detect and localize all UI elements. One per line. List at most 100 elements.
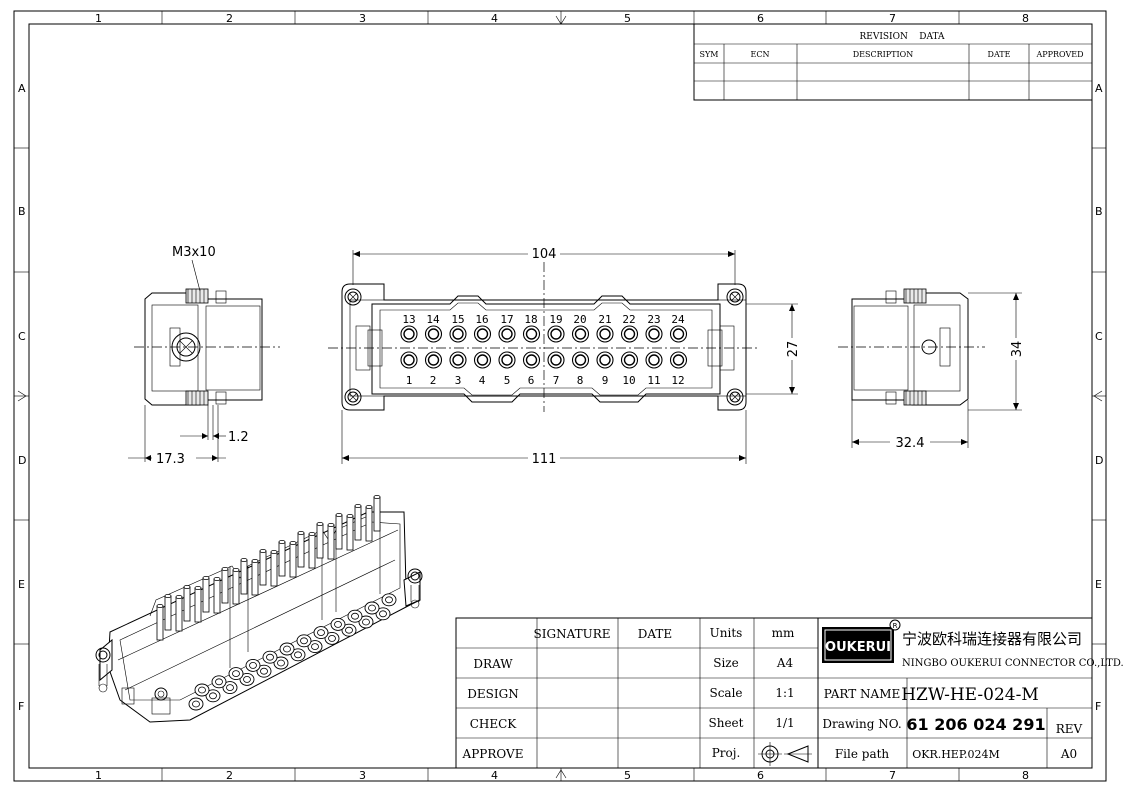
right-side-view: 34 32.4 bbox=[838, 288, 1025, 451]
col-label-top-5: 5 bbox=[624, 12, 631, 25]
isometric-hole bbox=[307, 640, 323, 654]
pin-label: 12 bbox=[671, 374, 684, 387]
signature-header: SIGNATURE bbox=[534, 627, 611, 641]
pin-contact-bottom bbox=[547, 351, 565, 369]
pin-label: 24 bbox=[671, 313, 685, 326]
pin-contact-top bbox=[400, 325, 418, 343]
pin-contact-top bbox=[498, 325, 516, 343]
col-label-top-6: 6 bbox=[757, 12, 764, 25]
corner-screw-top-left bbox=[344, 288, 362, 306]
isometric-pin bbox=[289, 541, 297, 578]
pin-contact-bottom bbox=[400, 351, 418, 369]
rev-value: A0 bbox=[1060, 747, 1077, 761]
dim-screw-label: M3x10 bbox=[172, 245, 216, 260]
pin-label: 2 bbox=[430, 374, 437, 387]
col-label-top-1: 1 bbox=[95, 12, 102, 25]
revision-header-description: DESCRIPTION bbox=[853, 50, 913, 59]
pin-label: 13 bbox=[402, 313, 415, 326]
pin-contact-top bbox=[620, 325, 639, 343]
isometric-hole bbox=[279, 642, 295, 656]
isometric-pin bbox=[232, 568, 240, 605]
revision-header-sym: SYM bbox=[700, 50, 719, 59]
pin-label: 1 bbox=[406, 374, 413, 387]
row-label-right-a: A bbox=[1095, 82, 1103, 95]
corner-screw-bottom-right bbox=[726, 388, 744, 406]
pin-label: 18 bbox=[524, 313, 537, 326]
isometric-pin bbox=[175, 595, 183, 632]
pin-label: 4 bbox=[479, 374, 486, 387]
row-label-right-c: C bbox=[1095, 330, 1103, 343]
isometric-pin bbox=[335, 513, 343, 550]
isometric-pin bbox=[164, 594, 172, 631]
company-name-cn: 宁波欧科瑞连接器有限公司 bbox=[902, 630, 1082, 648]
revision-header-ecn: ECN bbox=[751, 50, 770, 59]
row-label-approve: APPROVE bbox=[462, 747, 524, 761]
pin-contact-bottom bbox=[620, 351, 639, 369]
date-header: DATE bbox=[638, 627, 672, 641]
pin-contact-top bbox=[473, 325, 492, 343]
col-label-bottom-2: 2 bbox=[226, 769, 233, 782]
corner-screw-top-right bbox=[726, 288, 744, 306]
pin-contacts bbox=[400, 325, 688, 369]
isometric-pin bbox=[327, 523, 335, 560]
row-label-left-e: E bbox=[18, 578, 25, 591]
row-label-check: CHECK bbox=[470, 717, 518, 731]
pin-contact-bottom bbox=[473, 351, 492, 369]
dim-left-depth: 17.3 bbox=[156, 452, 185, 467]
isometric-hole bbox=[262, 650, 278, 664]
pin-label: 3 bbox=[455, 374, 462, 387]
dim-width-top: 104 bbox=[532, 247, 557, 262]
isometric-hole bbox=[205, 689, 221, 703]
pin-contact-top bbox=[571, 325, 590, 343]
col-label-top-2: 2 bbox=[226, 12, 233, 25]
pin-label: 11 bbox=[647, 374, 660, 387]
row-label-left-d: D bbox=[18, 454, 26, 467]
part-name: HZW-HE-024-M bbox=[901, 685, 1039, 705]
isometric-hole bbox=[222, 681, 238, 695]
row-label-right-b: B bbox=[1095, 205, 1103, 218]
isometric-pins bbox=[156, 494, 381, 641]
dim-left-offset: 1.2 bbox=[228, 430, 249, 445]
col-label-top-7: 7 bbox=[889, 12, 896, 25]
col-label-bottom-3: 3 bbox=[359, 769, 366, 782]
row-label-right-f: F bbox=[1095, 700, 1101, 713]
col-label-bottom-1: 1 bbox=[95, 769, 102, 782]
isometric-hole bbox=[296, 634, 312, 648]
pin-label: 9 bbox=[602, 374, 609, 387]
col-label-top-8: 8 bbox=[1022, 12, 1029, 25]
pin-contact-top bbox=[547, 325, 565, 343]
pin-contact-top bbox=[596, 325, 614, 343]
revision-title: REVISION DATA bbox=[859, 32, 945, 42]
pin-label: 22 bbox=[622, 313, 635, 326]
company-name-en: NINGBO OUKERUI CONNECTOR CO.,LTD. bbox=[902, 658, 1123, 669]
isometric-pin bbox=[259, 549, 267, 586]
pin-label: 5 bbox=[504, 374, 511, 387]
prop-label-proj: Proj. bbox=[712, 746, 741, 760]
dim-height-outer: 34 bbox=[1010, 341, 1025, 358]
row-label-left-a: A bbox=[18, 82, 26, 95]
col-label-bottom-7: 7 bbox=[889, 769, 896, 782]
isometric-pin bbox=[221, 567, 229, 604]
drawing-no-label: Drawing NO. bbox=[822, 717, 901, 731]
isometric-hole bbox=[347, 609, 363, 623]
row-label-design: DESIGN bbox=[467, 687, 518, 701]
pin-contact-bottom bbox=[498, 351, 516, 369]
col-label-top-3: 3 bbox=[359, 12, 366, 25]
rev-label: REV bbox=[1056, 722, 1083, 736]
isometric-pin bbox=[316, 522, 324, 559]
row-label-right-e: E bbox=[1095, 578, 1102, 591]
prop-value-units: mm bbox=[772, 626, 795, 640]
pin-label: 10 bbox=[622, 374, 635, 387]
isometric-hole bbox=[188, 697, 204, 711]
isometric-hole bbox=[330, 617, 346, 631]
revision-table: REVISION DATA SYM ECN DESCRIPTION DATE A… bbox=[693, 23, 1093, 101]
logo-wordmark: OUKERUI bbox=[825, 640, 891, 655]
file-path: OKR.HEP.024M bbox=[912, 748, 1000, 761]
pin-label: 20 bbox=[573, 313, 586, 326]
title-block: SIGNATURE DATE DRAW DESIGN CHECK APPROVE… bbox=[455, 617, 1123, 769]
isometric-pin bbox=[346, 514, 354, 551]
left-side-view: M3x10 1.2 17.3 bbox=[128, 245, 280, 467]
row-label-left-b: B bbox=[18, 205, 26, 218]
isometric-pin bbox=[156, 604, 164, 641]
